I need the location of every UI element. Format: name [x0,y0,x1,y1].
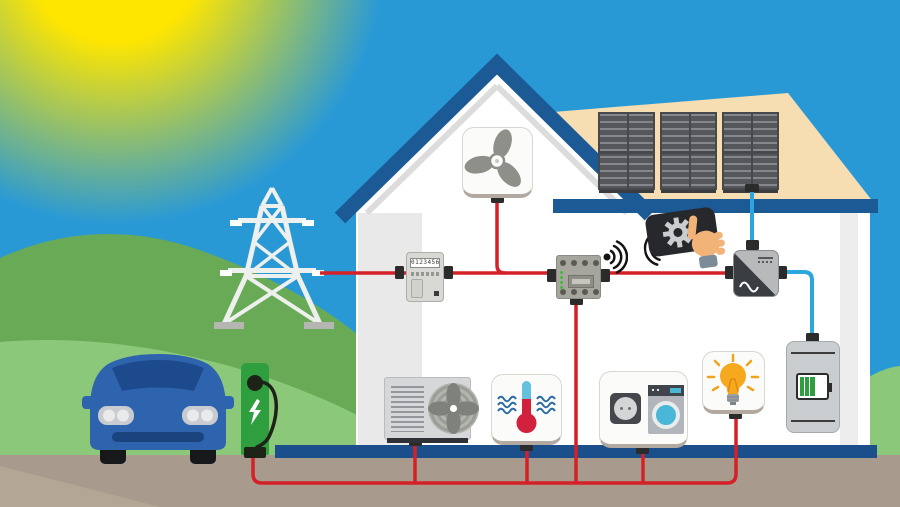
inverter-vents [758,257,773,263]
solar-panel [660,112,717,190]
washer-door [652,401,680,429]
energy-manager [556,255,601,299]
home-battery [786,341,840,433]
screw-icon [593,289,599,295]
battery-bar-filled [800,377,805,396]
status-led [560,271,563,274]
screw-icon [593,260,599,266]
car-windshield [112,360,204,391]
screw-icon [571,289,577,295]
grid-wires [251,200,738,485]
status-led [560,286,563,289]
washing-machine-card [599,371,688,448]
screw-icon [560,289,566,295]
battery-level-icon [796,373,832,400]
lighting-card [702,351,765,414]
charger-cable [253,380,278,449]
smartphone [642,198,737,279]
status-led [560,276,563,279]
ventilation-fan-card [462,127,533,198]
washer-control-panel [648,385,684,396]
road [0,455,900,507]
ev-charger [241,363,278,458]
hill-light-right [864,366,900,462]
inverter [733,250,779,297]
screw-icon [582,260,588,266]
thermometer-icon [497,381,556,433]
battery-bar-empty [820,377,826,396]
wifi-icon [603,240,628,274]
battery-bar-empty [815,377,820,396]
ac-sine-icon [739,281,759,293]
lightning-icon [249,399,261,425]
meter-door [411,279,423,298]
screw-icon [571,260,577,266]
meter-display: 0123456 [410,258,440,268]
charger-base [244,447,266,458]
power-pylon [214,187,334,329]
gear-icon [662,217,694,248]
wall-shade-right [840,213,858,447]
hand-icon [687,215,725,269]
gable-trim [364,83,630,216]
power-socket-icon [610,393,641,424]
heat-pump [384,377,479,443]
electric-car [82,354,234,464]
battery-bar-filled [805,377,810,396]
car-grille [112,432,204,442]
fan-icon [464,129,521,187]
solar-wires [750,189,814,335]
heat-pump-feet [387,438,468,443]
solar-panel [722,112,779,190]
heat-pump-vents [391,386,424,432]
meter-qr-code [432,289,439,296]
screw-icon [560,260,566,266]
meter-buttons [411,272,440,276]
washing-machine-icon [648,385,684,434]
heat-pump-fan-icon [428,383,479,434]
heating-card [491,374,562,445]
smart-meter: 0123456 [406,252,444,302]
road-light-wedge [0,466,160,507]
status-led [560,281,563,284]
light-bulb-icon [706,353,760,405]
screw-icon [582,289,588,295]
battery-bar-filled [810,377,815,396]
manager-display [568,275,594,288]
solar-panel [598,112,655,190]
